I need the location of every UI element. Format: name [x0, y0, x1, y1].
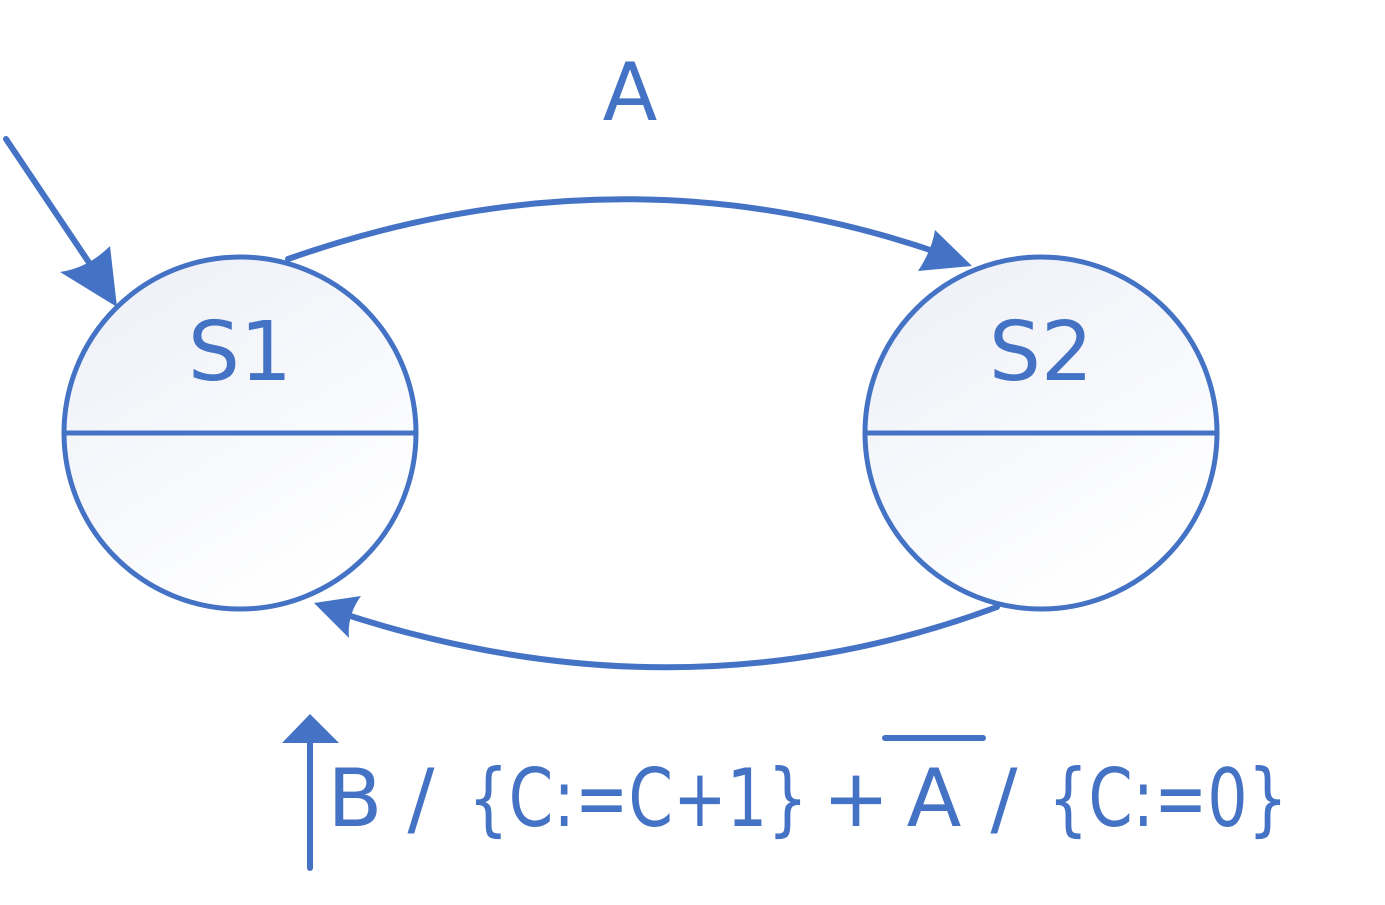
- separator-1-text: /: [408, 752, 435, 845]
- action-2-text: {C:=0}: [1048, 752, 1288, 845]
- state-s1-label: S1: [188, 305, 292, 400]
- rising-b-text: B: [328, 752, 383, 845]
- transition-s2-to-s1[interactable]: [314, 596, 1000, 671]
- action-1-text: {C:=C+1}: [468, 752, 808, 845]
- not-a-text: A: [907, 752, 962, 845]
- transition-s1-to-s2[interactable]: A: [285, 46, 972, 271]
- state-s2[interactable]: S2: [862, 254, 1220, 612]
- initial-transition-arrow: [3, 136, 117, 307]
- transition-s2-to-s1-expression: B / {C:=C+1} + A / {C:=0}: [328, 752, 1288, 845]
- plus-text: +: [822, 752, 889, 845]
- transition-s1-to-s2-label: A: [603, 46, 658, 139]
- separator-2-text: /: [991, 752, 1018, 845]
- state-s1[interactable]: S1: [61, 254, 419, 612]
- state-s2-label: S2: [989, 305, 1093, 400]
- rising-edge-arrow-icon: [282, 714, 339, 871]
